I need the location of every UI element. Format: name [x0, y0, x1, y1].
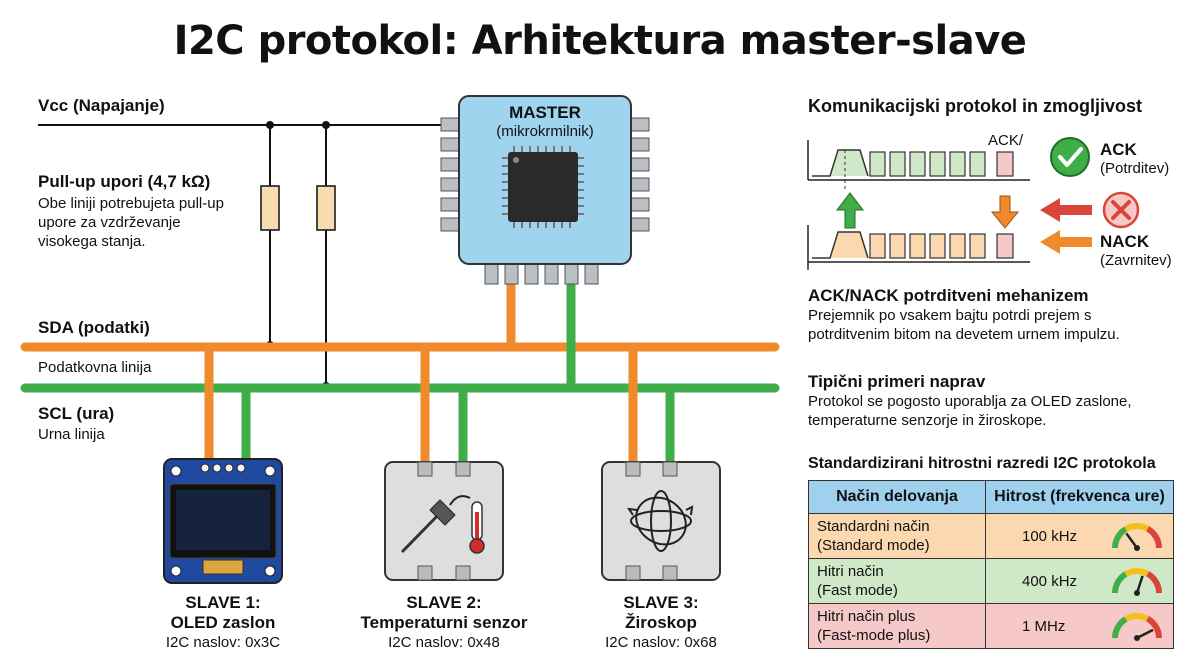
slave2-temp-board — [384, 461, 504, 581]
ack-label: ACK (Potrditev) — [1100, 140, 1170, 177]
slave3-gyro-board — [601, 461, 721, 581]
master-chip — [440, 95, 650, 285]
table-row: Hitri način(Fast mode) 400 kHz — [808, 558, 1174, 604]
pullup-resistor-sda — [260, 185, 280, 231]
table-header: Hitrost (frekvenca ure) — [985, 480, 1174, 514]
thermometer-icon — [400, 495, 485, 554]
slave3-label: SLAVE 3: Žiroskop I2C naslov: 0x68 — [605, 593, 717, 651]
protocol-title: Komunikacijski protokol in zmogljivost — [808, 96, 1143, 116]
cross-icon — [1102, 191, 1140, 229]
sda-label: SDA (podatki) — [38, 318, 150, 337]
table-row: Hitri način plus(Fast-mode plus) 1 MHz — [808, 603, 1174, 649]
master-label: MASTER (mikrokrmilnik) — [496, 103, 594, 140]
arrow-left-red-icon — [1040, 198, 1092, 222]
speed-table: Način delovanja Hitrost (frekvenca ure) … — [808, 480, 1174, 649]
speed-gauge-icon — [1112, 523, 1162, 551]
arrow-left-orange-icon — [1040, 230, 1092, 254]
slave2-label: SLAVE 2: Temperaturni senzor I2C naslov:… — [360, 593, 528, 651]
page-title: I2C protokol: Arhitektura master-slave — [173, 18, 1027, 64]
scl-label: SCL (ura) — [38, 404, 115, 423]
nack-label: NACK (Zavrnitev) — [1100, 232, 1172, 269]
pullup-resistor-scl — [316, 185, 336, 231]
slave1-label: SLAVE 1: OLED zaslon I2C naslov: 0x3C — [165, 593, 281, 651]
arrow-up-icon — [835, 192, 865, 229]
sda-sublabel: Podatkovna linija — [38, 359, 152, 376]
acknack-section: ACK/NACK potrditveni mehanizem Prejemnik… — [808, 286, 1120, 343]
speed-gauge-icon — [1112, 568, 1162, 596]
gyroscope-icon — [626, 490, 694, 552]
table-row: Standardni način(Standard mode) 100 kHz — [808, 513, 1174, 559]
speed-table-title: Standardizirani hitrostni razredi I2C pr… — [808, 455, 1156, 472]
table-header: Način delovanja — [808, 480, 986, 514]
speed-gauge-icon — [1112, 613, 1162, 641]
timing-diagram — [807, 140, 1092, 270]
check-icon — [1050, 137, 1090, 177]
slave1-oled-board — [163, 458, 283, 584]
arrow-down-icon — [990, 195, 1020, 229]
pullup-title: Pull-up upori (4,7 kΩ) — [38, 172, 211, 191]
vcc-label: Vcc (Napajanje) — [38, 96, 165, 115]
scl-sublabel: Urna linija — [38, 426, 105, 443]
examples-section: Tipični primeri naprav Protokol se pogos… — [808, 372, 1132, 429]
wave-label: ACK/ — [988, 132, 1024, 149]
